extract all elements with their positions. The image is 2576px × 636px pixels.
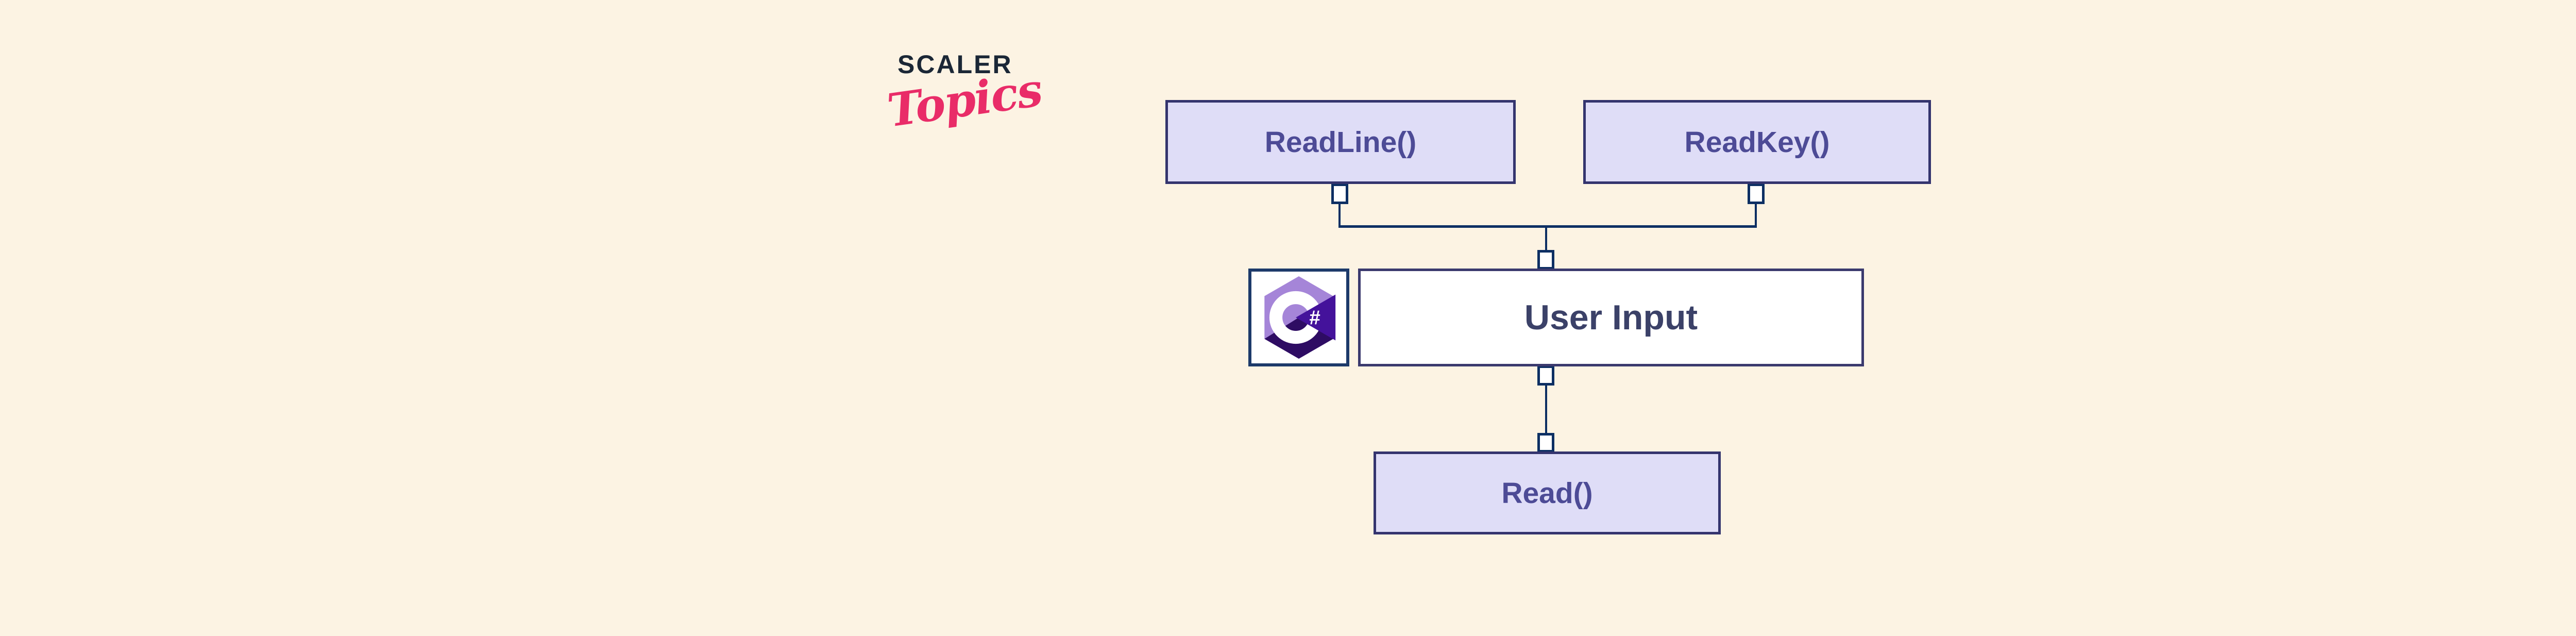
node-readkey: ReadKey() (1583, 100, 1931, 184)
connector-right-vertical (1755, 203, 1757, 227)
node-user-input: User Input (1358, 269, 1864, 366)
port-userinput-bottom (1537, 365, 1554, 386)
csharp-hash-glyph: # (1309, 307, 1320, 329)
node-read: Read() (1374, 451, 1721, 534)
csharp-logo-box: # (1248, 269, 1349, 366)
csharp-logo-icon: # (1264, 276, 1336, 359)
port-readline-bottom (1331, 183, 1348, 204)
port-userinput-top (1537, 250, 1554, 270)
connector-horizontal (1338, 225, 1757, 228)
port-read-top (1537, 433, 1554, 453)
node-readline: ReadLine() (1165, 100, 1516, 184)
node-read-label: Read() (1501, 476, 1593, 510)
scaler-topics-logo: SCALER Topics (884, 46, 1051, 155)
logo-brand-text: SCALER (897, 50, 1013, 79)
port-readkey-bottom (1748, 183, 1765, 204)
node-readline-label: ReadLine() (1264, 125, 1417, 159)
connector-left-vertical (1338, 203, 1341, 227)
connector-lower-vertical (1545, 384, 1547, 434)
node-readkey-label: ReadKey() (1684, 125, 1830, 159)
connector-middle-vertical (1545, 228, 1547, 251)
node-user-input-label: User Input (1524, 298, 1698, 337)
